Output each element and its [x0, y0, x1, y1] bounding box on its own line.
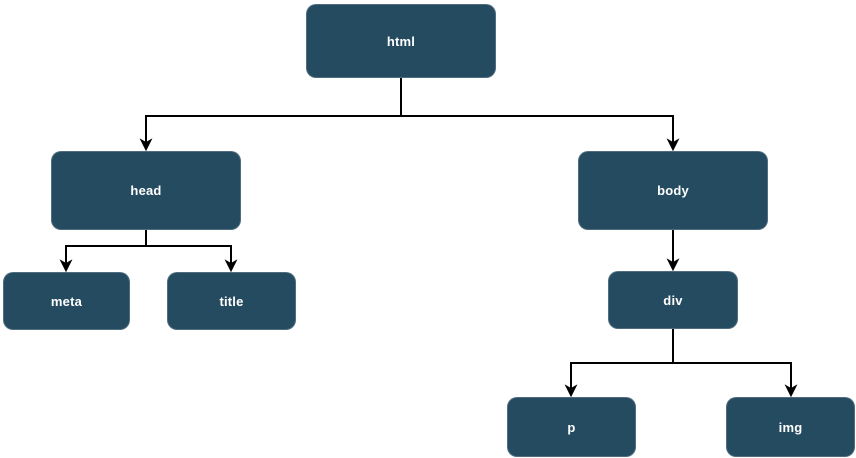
node-html[interactable]: html — [306, 4, 496, 78]
node-p[interactable]: p — [507, 397, 636, 457]
node-title[interactable]: title — [167, 272, 296, 330]
node-head[interactable]: head — [51, 151, 241, 230]
node-div[interactable]: div — [608, 271, 738, 329]
node-body[interactable]: body — [578, 151, 768, 230]
node-meta[interactable]: meta — [3, 272, 130, 330]
node-img[interactable]: img — [726, 397, 855, 457]
